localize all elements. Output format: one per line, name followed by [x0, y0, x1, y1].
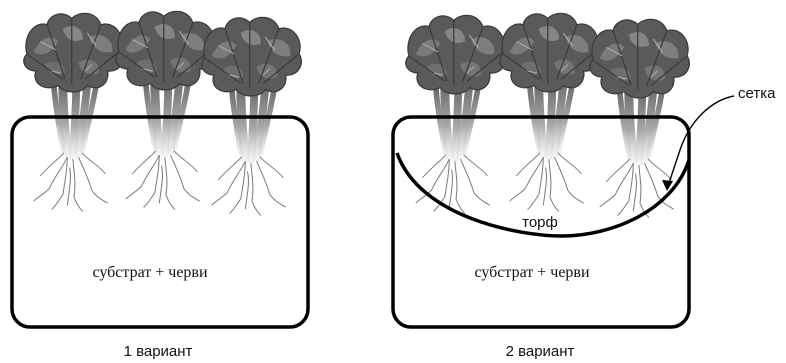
variant-2: торф субстрат + черви сетка 2 вариант: [393, 13, 776, 360]
variant-1: субстрат + черви 1 вариант: [12, 11, 308, 360]
peat-label: торф: [522, 214, 558, 231]
plant-icon: [116, 11, 216, 209]
net-label: сетка: [738, 85, 776, 102]
box-label-1: субстрат + черви: [92, 264, 208, 281]
caption-variant-1: 1 вариант: [124, 343, 193, 360]
plant-icon: [24, 13, 124, 211]
curved-arrow-icon: [662, 96, 734, 191]
plant-icon: [500, 13, 600, 211]
box-label-2: субстрат + черви: [474, 264, 590, 281]
plant-icon: [406, 15, 506, 213]
caption-variant-2: 2 вариант: [506, 343, 575, 360]
